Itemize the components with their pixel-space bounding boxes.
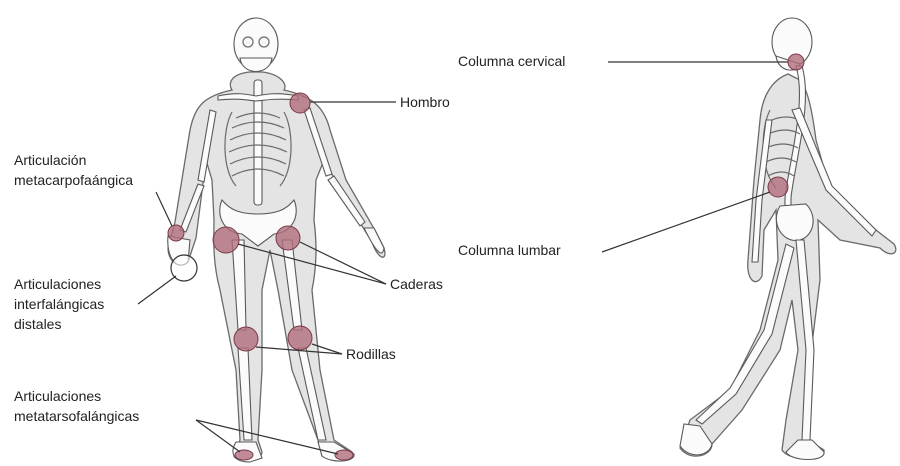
label-rodillas: Rodillas bbox=[346, 344, 396, 364]
label-hombro: Hombro bbox=[400, 92, 450, 112]
front-figure bbox=[168, 18, 385, 462]
label-interfalangicas-line2: interfalángicas bbox=[14, 294, 104, 314]
joint-shoulder bbox=[290, 93, 310, 113]
front-body-silhouette bbox=[168, 72, 385, 460]
joint-lumbar-spine bbox=[768, 177, 788, 197]
label-caderas: Caderas bbox=[390, 274, 443, 294]
front-right-hand bbox=[364, 228, 384, 253]
label-articulacion-metacarpo: Articulación metacarpofaángica bbox=[14, 150, 133, 190]
label-interfalangicas-line3: distales bbox=[14, 314, 104, 334]
front-jaw bbox=[240, 58, 272, 72]
label-metatarsofalangicas: Articulaciones metatarsofalángicas bbox=[14, 386, 139, 426]
label-articulacion-line1: Articulación bbox=[14, 150, 133, 170]
joint-metatarsal-right bbox=[335, 450, 353, 460]
label-metatarso-line1: Articulaciones bbox=[14, 386, 139, 406]
label-articulacion-line2: metacarpofaángica bbox=[14, 170, 133, 190]
leader-interfalangicas bbox=[138, 276, 176, 304]
joint-cervical-spine bbox=[788, 54, 804, 70]
label-interfalangicas: Articulaciones interfalángicas distales bbox=[14, 274, 104, 334]
label-interfalangicas-line1: Articulaciones bbox=[14, 274, 104, 294]
joint-hip-right bbox=[276, 226, 300, 250]
joint-knee-right bbox=[288, 326, 312, 350]
side-figure bbox=[680, 18, 896, 460]
joint-knee-left bbox=[234, 327, 258, 351]
joint-metacarpophalangeal bbox=[168, 225, 184, 241]
leader-metacarpo bbox=[156, 192, 172, 226]
label-columna-lumbar: Columna lumbar bbox=[458, 240, 561, 260]
joint-metatarsal-left bbox=[235, 450, 253, 460]
joint-hip-left bbox=[213, 227, 239, 253]
label-metatarso-line2: metatarsofalángicas bbox=[14, 406, 139, 426]
label-columna-cervical: Columna cervical bbox=[458, 51, 565, 71]
leader-lumbar bbox=[602, 192, 770, 252]
